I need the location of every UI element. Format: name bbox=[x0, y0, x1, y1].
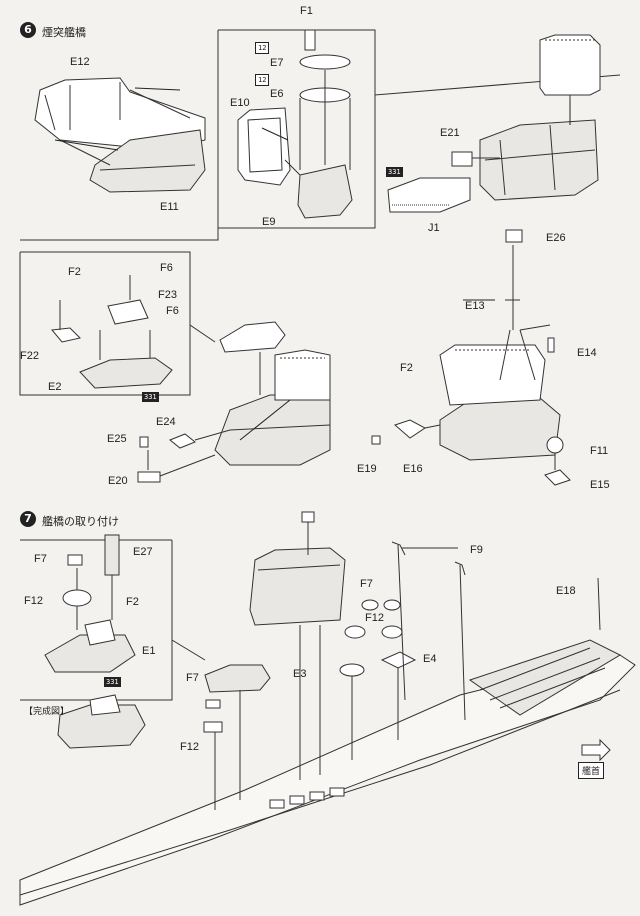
part-label-e15: E15 bbox=[590, 479, 610, 491]
part-label-f12-b: F12 bbox=[180, 741, 199, 753]
part-label-e1: E1 bbox=[142, 645, 156, 657]
part-label-e21: E21 bbox=[440, 127, 460, 139]
part-label-f12-c: F12 bbox=[365, 612, 384, 624]
part-label-e10: E10 bbox=[230, 97, 250, 109]
paint-tag-p12-top: 12 bbox=[255, 42, 270, 54]
step-7-title: 艦橋の取り付け bbox=[42, 515, 119, 528]
complete-figure-label: 【完成図】 bbox=[24, 706, 70, 716]
part-label-f11: F11 bbox=[590, 445, 609, 457]
part-label-e26: E26 bbox=[546, 232, 566, 244]
part-label-f9: F9 bbox=[470, 544, 483, 556]
part-label-f2-a: F2 bbox=[68, 266, 81, 278]
part-label-f7-b: F7 bbox=[186, 672, 199, 684]
part-label-e20: E20 bbox=[108, 475, 128, 487]
part-label-f2-c: F2 bbox=[126, 596, 139, 608]
bow-direction-label: 艦首 bbox=[578, 762, 605, 779]
part-label-e4: E4 bbox=[423, 653, 437, 665]
part-label-e14: E14 bbox=[577, 347, 597, 359]
part-label-e24: E24 bbox=[156, 416, 176, 428]
part-label-e2: E2 bbox=[48, 381, 62, 393]
part-label-j1: J1 bbox=[428, 222, 440, 234]
part-label-f23: F23 bbox=[158, 289, 177, 301]
part-label-f7-c: F7 bbox=[360, 578, 373, 590]
part-label-e27: E27 bbox=[133, 546, 153, 558]
part-label-e19: E19 bbox=[357, 463, 377, 475]
part-label-f22: F22 bbox=[20, 350, 39, 362]
part-label-f1: F1 bbox=[300, 5, 313, 17]
part-label-f6-a: F6 bbox=[160, 262, 173, 274]
step-6-title: 煙突艦橋 bbox=[42, 26, 86, 39]
part-label-f2-b: F2 bbox=[400, 362, 413, 374]
part-label-e3: E3 bbox=[293, 668, 307, 680]
step-7-number: 7 bbox=[20, 511, 36, 527]
color-tag-c331-e1: 331 bbox=[104, 677, 121, 687]
part-label-f6-b: F6 bbox=[166, 305, 179, 317]
part-label-e11: E11 bbox=[160, 201, 179, 213]
part-label-e12: E12 bbox=[70, 56, 90, 68]
part-label-e7: E7 bbox=[270, 57, 284, 69]
part-label-f12-a: F12 bbox=[24, 595, 43, 607]
part-label-e9: E9 bbox=[262, 216, 276, 228]
color-tag-c331-e2: 331 bbox=[142, 392, 159, 402]
part-label-e18: E18 bbox=[556, 585, 576, 597]
paint-code: 12 bbox=[258, 44, 267, 52]
color-tag-c331-j1: 331 bbox=[386, 167, 403, 177]
paint-tag-p12-bottom: 12 bbox=[255, 74, 270, 86]
part-label-e6: E6 bbox=[270, 88, 284, 100]
part-label-e16: E16 bbox=[403, 463, 423, 475]
step-6-number: 6 bbox=[20, 22, 36, 38]
part-label-f7-a: F7 bbox=[34, 553, 47, 565]
part-label-e25: E25 bbox=[107, 433, 127, 445]
part-label-e13: E13 bbox=[465, 300, 485, 312]
paint-code: 12 bbox=[258, 76, 267, 84]
